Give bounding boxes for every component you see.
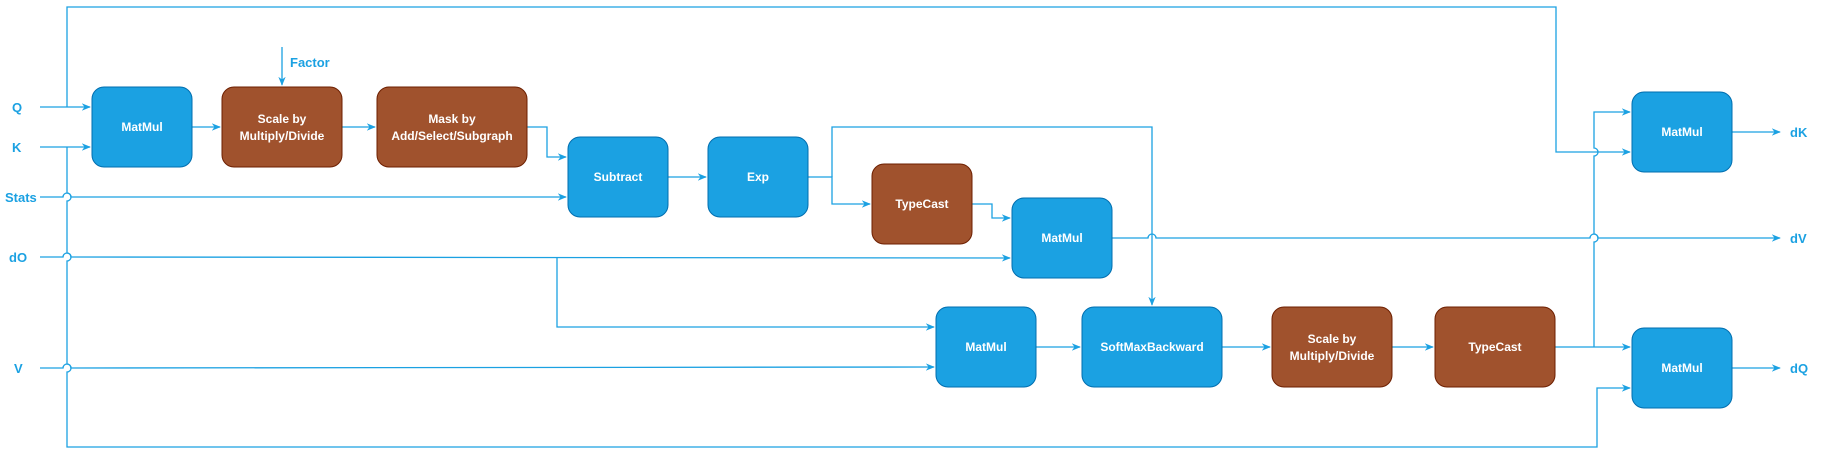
node-subtract[interactable]: Subtract [567, 136, 669, 218]
input-label-k: K [12, 140, 22, 155]
output-label-dv: dV [1790, 231, 1807, 246]
edge-exp-typecast [808, 176, 871, 208]
node-mask[interactable]: Mask by Add/Select/Subgraph [376, 86, 528, 168]
edge-k-to-matmul-dq [66, 147, 1631, 448]
edge-stats-subtract [40, 192, 567, 201]
node-matmul-qk[interactable]: MatMul [91, 86, 193, 168]
node-typecast-1[interactable]: TypeCast [871, 163, 973, 245]
edge-do-matmul-dp [556, 257, 935, 331]
edge-do-matmul-dv [40, 252, 1011, 262]
node-scale-2[interactable]: Scale by Multiply/Divide [1271, 306, 1393, 388]
edges [40, 6, 1781, 448]
node-label: Multiply/Divide [1290, 349, 1375, 363]
node-label: MatMul [1661, 361, 1702, 375]
node-label: MatMul [121, 120, 162, 134]
node-label: MatMul [965, 340, 1006, 354]
node-label: Exp [747, 170, 769, 184]
node-matmul-dk[interactable]: MatMul [1631, 91, 1733, 173]
node-label: Add/Select/Subgraph [391, 129, 512, 143]
node-label: Scale by [258, 112, 307, 126]
output-label-dq: dQ [1790, 361, 1808, 376]
node-label: Mask by [428, 112, 476, 126]
node-softmax-backward[interactable]: SoftMaxBackward [1081, 306, 1223, 388]
input-label-q: Q [12, 100, 22, 115]
input-label-stats: Stats [5, 190, 37, 205]
input-label-do: dO [9, 250, 27, 265]
edge-exp-softmax-backward [831, 126, 1156, 306]
node-label: Scale by [1308, 332, 1357, 346]
input-label-v: V [14, 361, 23, 376]
node-typecast-2[interactable]: TypeCast [1434, 306, 1556, 388]
edge-q-to-matmul-dk [66, 6, 1631, 156]
node-label: SoftMaxBackward [1100, 340, 1203, 354]
node-label: MatMul [1661, 125, 1702, 139]
node-label: TypeCast [1468, 340, 1521, 354]
edge-typecast-matmul-dk [1593, 108, 1631, 347]
edge-typecast-matmul-dv [972, 203, 1011, 222]
node-label: MatMul [1041, 231, 1082, 245]
node-matmul-dq[interactable]: MatMul [1631, 327, 1733, 409]
node-label: TypeCast [895, 197, 948, 211]
node-matmul-dp[interactable]: MatMul [935, 306, 1037, 388]
node-label: Multiply/Divide [240, 129, 325, 143]
input-label-factor: Factor [290, 55, 330, 70]
edge-mask-subtract [527, 126, 567, 161]
edge-v-matmul-dp [40, 363, 935, 371]
node-exp[interactable]: Exp [707, 136, 809, 218]
edge-matmul-dv-out [1112, 233, 1781, 242]
node-scale-1[interactable]: Scale by Multiply/Divide [221, 86, 343, 168]
node-label: Subtract [594, 170, 643, 184]
output-label-dk: dK [1790, 125, 1808, 140]
node-matmul-dv[interactable]: MatMul [1011, 197, 1113, 279]
